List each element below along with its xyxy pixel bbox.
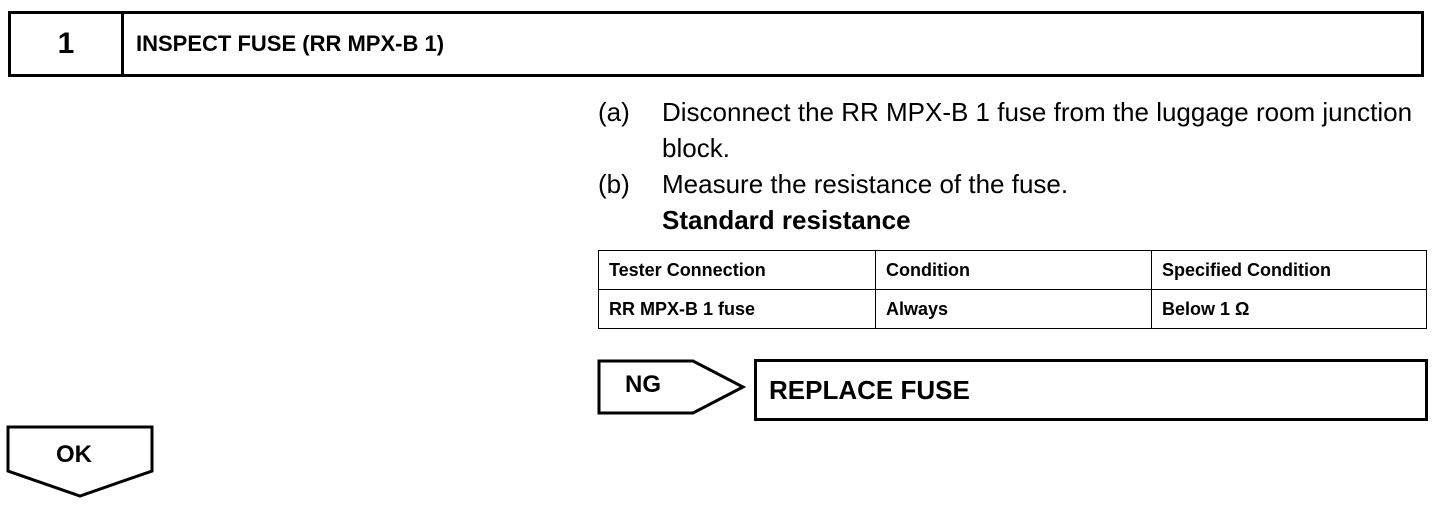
ng-arrow: NG bbox=[597, 359, 747, 415]
cell-tester-connection: RR MPX-B 1 fuse bbox=[598, 289, 876, 329]
instruction-b-mark: (b) bbox=[598, 169, 630, 199]
ok-arrow: OK bbox=[6, 425, 156, 499]
header-condition: Condition bbox=[875, 250, 1152, 290]
spec-table: Tester Connection Condition Specified Co… bbox=[598, 250, 1427, 329]
ng-label: NG bbox=[625, 371, 661, 398]
table-row: RR MPX-B 1 fuse Always Below 1 Ω bbox=[598, 289, 1427, 329]
ok-arrow-icon bbox=[6, 425, 154, 498]
cell-condition: Always bbox=[875, 289, 1152, 329]
instruction-b-text: Measure the resistance of the fuse. bbox=[662, 169, 1069, 199]
replace-fuse-box: REPLACE FUSE bbox=[754, 359, 1428, 421]
instruction-b: (b) Measure the resistance of the fuse. bbox=[598, 166, 1428, 202]
standard-label: Standard resistance bbox=[662, 205, 911, 235]
header-tester-connection: Tester Connection bbox=[598, 250, 876, 290]
ng-arrow-icon bbox=[597, 359, 747, 415]
header-specified-condition: Specified Condition bbox=[1151, 250, 1427, 290]
instruction-a-text: Disconnect the RR MPX-B 1 fuse from the … bbox=[662, 97, 1413, 163]
step-title: INSPECT FUSE (RR MPX-B 1) bbox=[136, 31, 445, 56]
table-header-row: Tester Connection Condition Specified Co… bbox=[598, 250, 1427, 290]
ok-label: OK bbox=[56, 441, 92, 468]
instruction-a: (a) Disconnect the RR MPX-B 1 fuse from … bbox=[598, 94, 1428, 166]
instructions: (a) Disconnect the RR MPX-B 1 fuse from … bbox=[598, 94, 1428, 238]
instruction-a-mark: (a) bbox=[598, 97, 630, 127]
step-number: 1 bbox=[11, 14, 124, 74]
step-header: 1 INSPECT FUSE (RR MPX-B 1) bbox=[8, 11, 1424, 77]
cell-specified-condition: Below 1 Ω bbox=[1151, 289, 1427, 329]
